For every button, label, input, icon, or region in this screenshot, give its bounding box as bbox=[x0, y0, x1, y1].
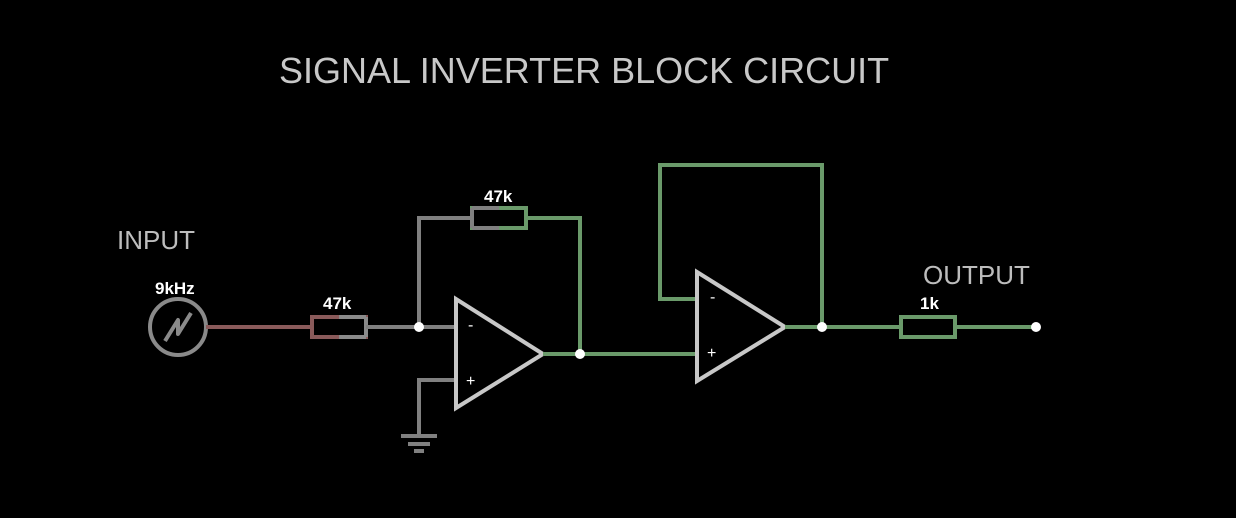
opamp1-plus-pin: + bbox=[466, 373, 475, 390]
node-inverting-input[interactable] bbox=[414, 322, 424, 332]
wire-feedback-right bbox=[526, 216, 582, 354]
diagram-title: SIGNAL INVERTER BLOCK CIRCUIT bbox=[279, 50, 889, 91]
node-opamp2-output[interactable] bbox=[817, 322, 827, 332]
node-opamp1-output[interactable] bbox=[575, 349, 585, 359]
opamp2-plus-pin: + bbox=[707, 345, 716, 362]
input-label: INPUT bbox=[117, 225, 195, 255]
resistor-rfeedback[interactable] bbox=[470, 206, 528, 230]
wire-ground bbox=[417, 378, 456, 434]
opamp1-minus-pin: - bbox=[468, 317, 473, 334]
source-frequency-label: 9kHz bbox=[155, 279, 195, 298]
node-output-terminal[interactable] bbox=[1031, 322, 1041, 332]
opamp-buffer[interactable]: - + bbox=[695, 268, 789, 385]
rfeedback-label: 47k bbox=[484, 187, 513, 206]
rin-label: 47k bbox=[323, 294, 352, 313]
resistor-rin[interactable] bbox=[310, 315, 368, 339]
wire-feedback-left bbox=[417, 216, 472, 327]
rout-label: 1k bbox=[920, 294, 939, 313]
wire-buffer-feedback bbox=[658, 163, 824, 327]
output-label: OUTPUT bbox=[923, 260, 1030, 290]
opamp-inverter[interactable]: - + bbox=[454, 295, 547, 412]
ac-source[interactable] bbox=[148, 297, 208, 357]
resistor-rout[interactable] bbox=[899, 315, 957, 339]
opamp2-minus-pin: - bbox=[710, 289, 715, 306]
ground-icon bbox=[401, 434, 437, 453]
